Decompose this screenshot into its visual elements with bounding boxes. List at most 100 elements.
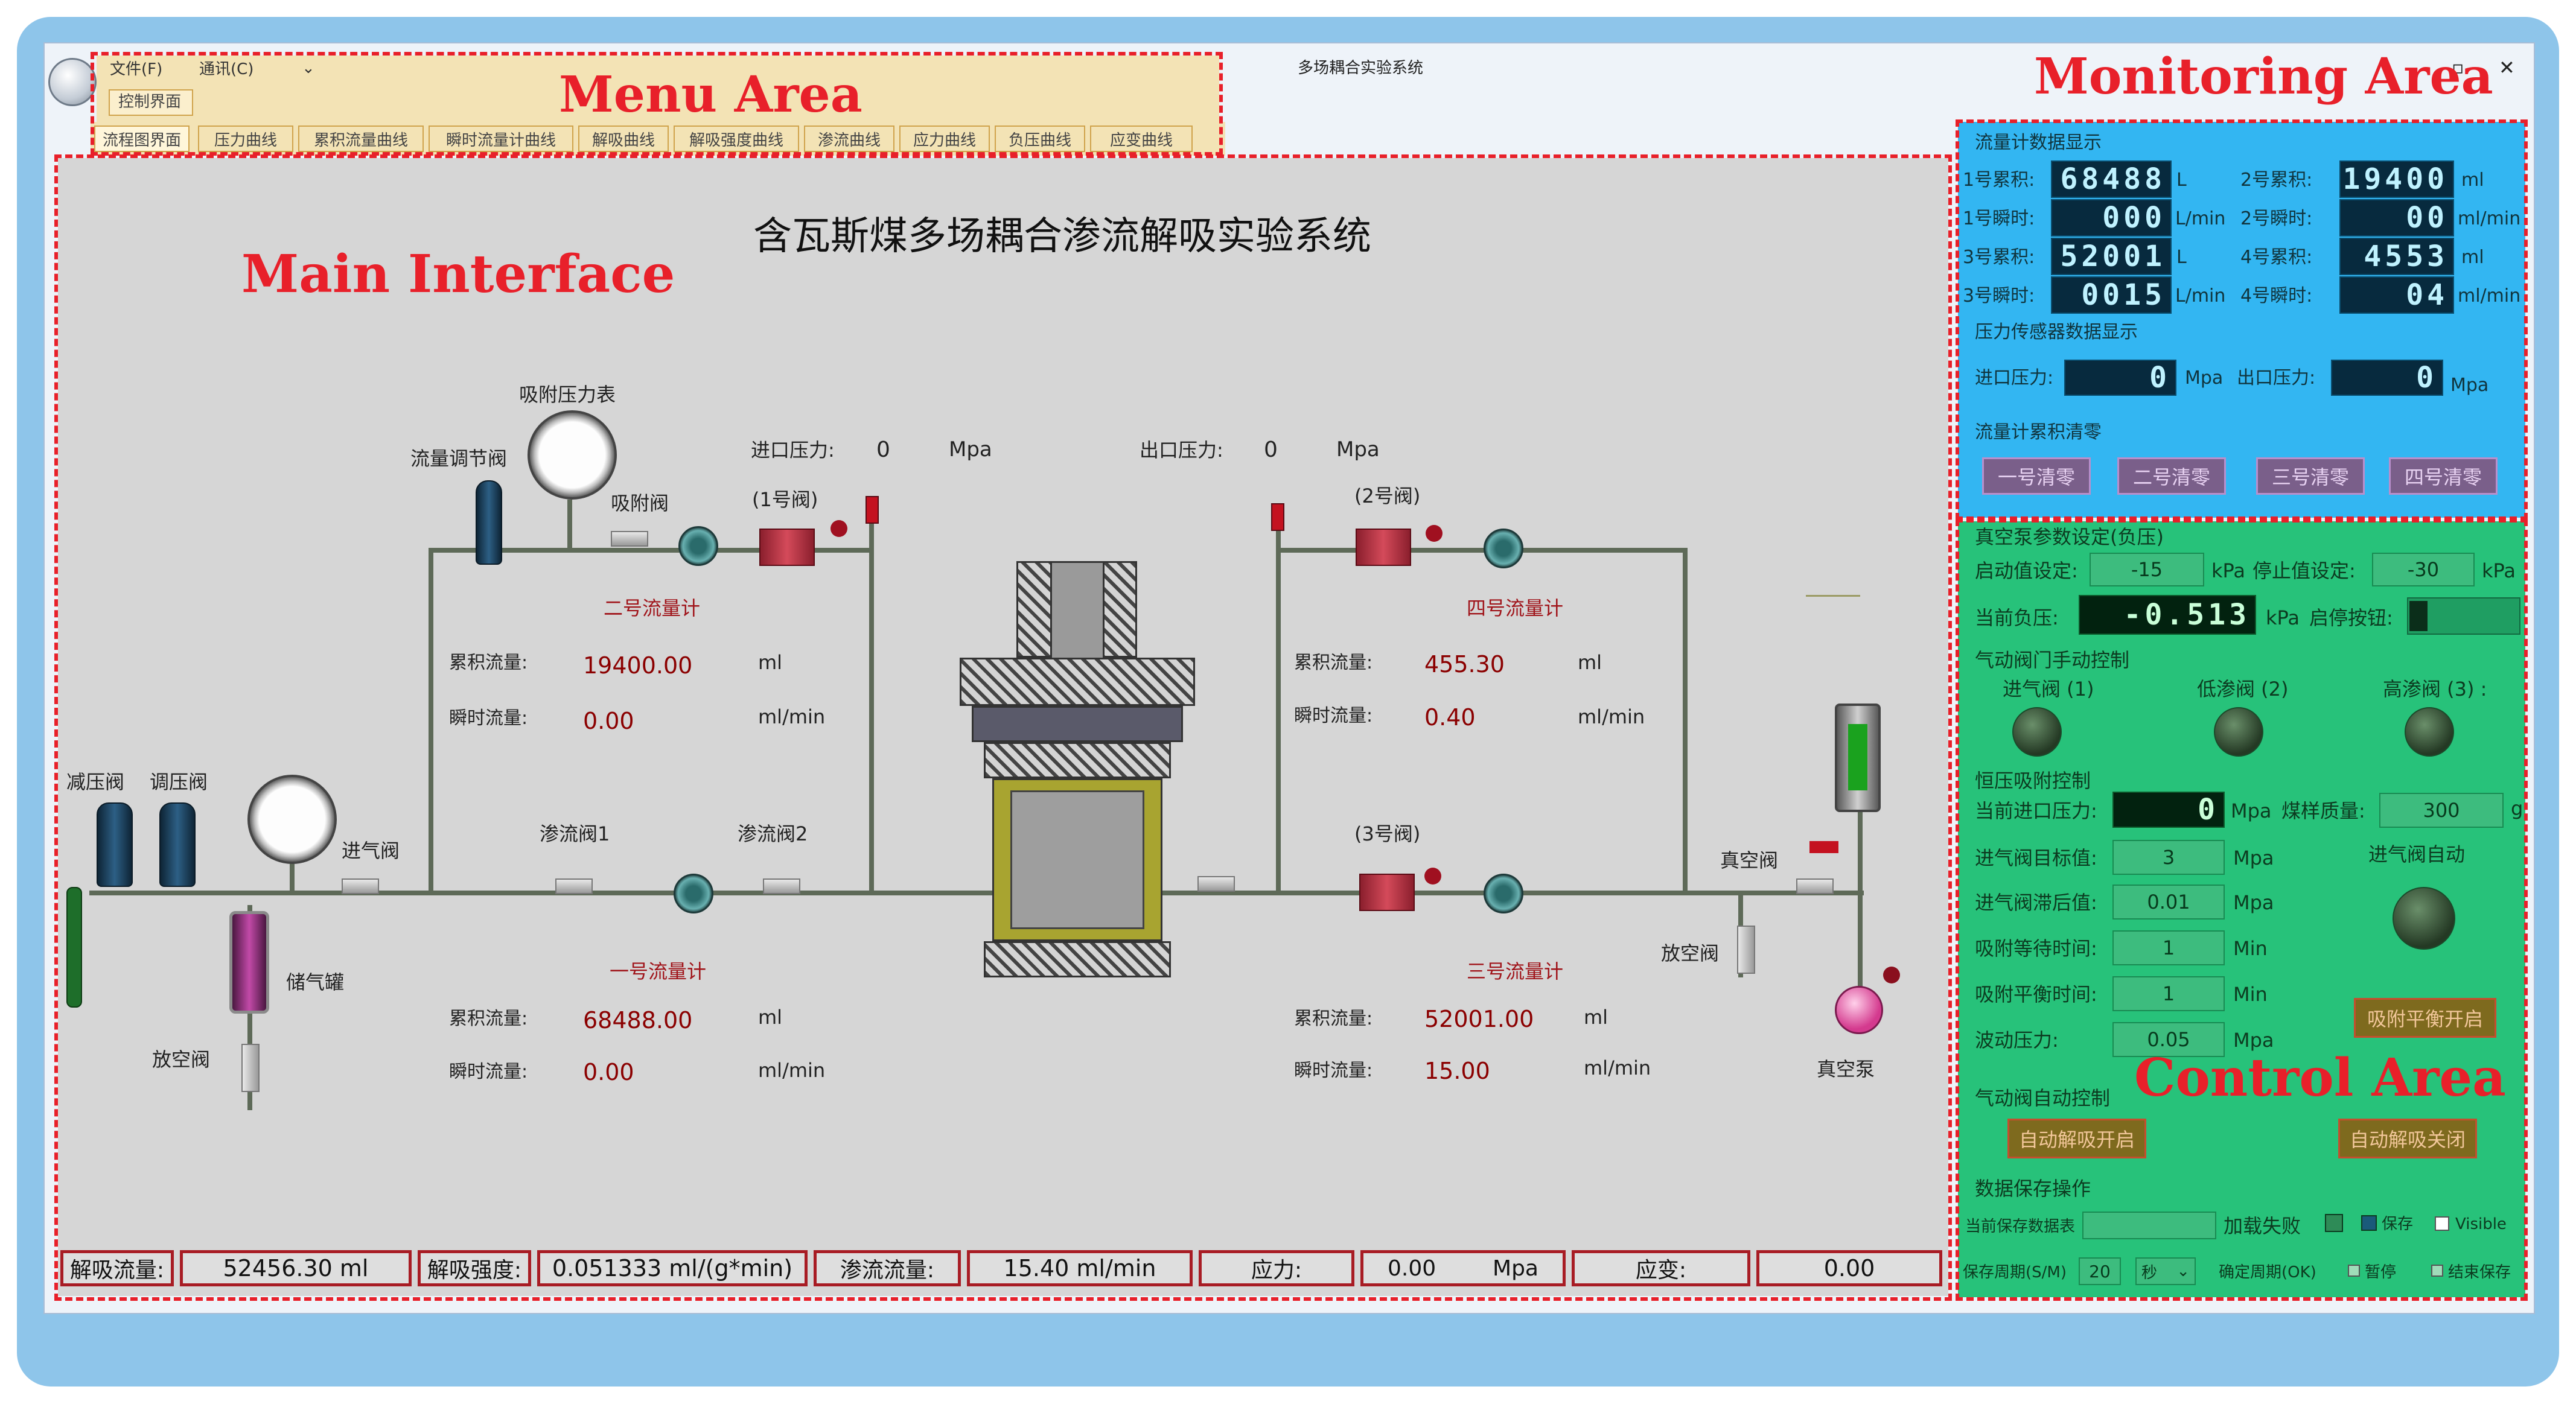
tab-desorption-curve[interactable]: 解吸曲线 bbox=[578, 125, 669, 152]
top-tab-control-label: 控制界面 bbox=[118, 93, 182, 111]
tab-negative-pressure-curve[interactable]: 负压曲线 bbox=[995, 125, 1085, 152]
inst1-label: 1号瞬时: bbox=[1963, 208, 2035, 229]
file-menu[interactable]: 文件(F) bbox=[110, 60, 163, 78]
tab-instant-flow-curve[interactable]: 瞬时流量计曲线 bbox=[429, 125, 573, 152]
app-orb-button[interactable] bbox=[48, 58, 97, 106]
solenoid-valve-3-icon[interactable] bbox=[1359, 874, 1415, 911]
tab-strain-curve[interactable]: 应变曲线 bbox=[1090, 125, 1193, 152]
tab-desorption-intensity-curve[interactable]: 解吸强度曲线 bbox=[674, 125, 799, 152]
cum1-display: 68488 bbox=[2051, 160, 2172, 198]
inst2-unit: ml/min bbox=[2458, 208, 2521, 229]
lag-value-label: 进气阀滞后值: bbox=[1975, 891, 2097, 914]
vent-valve-right-icon[interactable] bbox=[1737, 926, 1755, 974]
end-save-checkbox[interactable] bbox=[2431, 1265, 2443, 1277]
auto-desorb-close-button[interactable]: 自动解吸关闭 bbox=[2338, 1119, 2477, 1158]
save-disk-icon[interactable] bbox=[2361, 1215, 2377, 1231]
confirm-period-button[interactable]: 确定周期(OK) bbox=[2219, 1263, 2316, 1282]
seepage-valve-2-icon[interactable] bbox=[763, 878, 800, 894]
cum1-unit: L bbox=[2176, 170, 2187, 191]
fm1-inst-unit: ml/min bbox=[758, 1059, 826, 1082]
adsorption-balance-button[interactable]: 吸附平衡开启 bbox=[2354, 998, 2496, 1038]
visible-checkbox[interactable] bbox=[2435, 1216, 2449, 1231]
monitoring-area-annotation: Monitoring Area bbox=[2034, 48, 2493, 106]
fm2-cum-value: 19400.00 bbox=[583, 652, 693, 679]
stop-kpa-unit: kPa bbox=[2482, 559, 2516, 582]
comm-menu[interactable]: 通讯(C) bbox=[199, 60, 254, 78]
data-save-title: 数据保存操作 bbox=[1975, 1177, 2091, 1200]
vent-valve-left-icon[interactable] bbox=[241, 1044, 260, 1092]
save-period-input[interactable]: 20 bbox=[2079, 1257, 2121, 1285]
outlet-valve-icon[interactable] bbox=[1197, 876, 1235, 892]
clear-meter-4-button[interactable]: 四号清零 bbox=[2389, 457, 2498, 495]
solenoid-valve-2-icon[interactable] bbox=[1356, 529, 1411, 566]
start-stop-toggle[interactable] bbox=[2407, 597, 2520, 635]
inlet-pressure-display: 0 bbox=[2064, 360, 2176, 396]
outlet-pressure-unit: Mpa bbox=[1336, 437, 1380, 462]
restore-button[interactable]: ▫ bbox=[2452, 57, 2464, 78]
pressure-regulator-valve-icon[interactable] bbox=[159, 802, 196, 887]
current-table-input[interactable] bbox=[2082, 1212, 2216, 1239]
pipe bbox=[1276, 548, 1686, 553]
desorb-flow-label: 解吸流量: bbox=[60, 1250, 174, 1286]
pipe bbox=[567, 500, 572, 550]
low-perm-valve-lamp-button[interactable] bbox=[2214, 707, 2263, 757]
fluct-pressure-input[interactable]: 0.05 bbox=[2112, 1022, 2225, 1057]
tab-seepage-curve[interactable]: 渗流曲线 bbox=[804, 125, 894, 152]
tab-flow-diagram[interactable]: 流程图界面 bbox=[94, 125, 190, 152]
cum2-label: 2号累积: bbox=[2240, 170, 2313, 191]
refresh-icon[interactable] bbox=[2325, 1214, 2343, 1232]
inlet-valve-icon[interactable] bbox=[342, 878, 379, 894]
vacuum-valve-icon[interactable] bbox=[1796, 878, 1834, 894]
quick-access-pin-icon[interactable]: ⌄ bbox=[302, 59, 315, 77]
clear-meter-3-button[interactable]: 三号清零 bbox=[2256, 457, 2365, 495]
inlet-pressure-mon-unit: Mpa bbox=[2185, 367, 2224, 389]
low-perm-valve-label: 低渗阀 (2) bbox=[2197, 678, 2289, 700]
tab-cumulative-flow-curve[interactable]: 累积流量曲线 bbox=[298, 125, 424, 152]
desorb-intensity-value: 0.051333 ml/(g*min) bbox=[537, 1250, 808, 1286]
inlet-valve-lamp-button[interactable] bbox=[2012, 707, 2062, 757]
tab-stress-curve[interactable]: 应力曲线 bbox=[899, 125, 990, 152]
target-value-input[interactable]: 3 bbox=[2112, 840, 2225, 875]
fm1-inst-label: 瞬时流量: bbox=[449, 1061, 528, 1082]
vacuum-gauge-fill bbox=[1848, 724, 1867, 790]
pressure-reducer-valve-icon[interactable] bbox=[97, 802, 133, 887]
balance-time-input[interactable]: 1 bbox=[2112, 976, 2225, 1011]
inlet-valve-manual-label: 进气阀 (1) bbox=[2003, 678, 2094, 700]
wait-time-input[interactable]: 1 bbox=[2112, 930, 2225, 965]
fm3-inst-label: 瞬时流量: bbox=[1294, 1060, 1373, 1081]
inst2-label: 2号瞬时: bbox=[2240, 208, 2313, 229]
clear-meter-1-button[interactable]: 一号清零 bbox=[1982, 457, 2091, 495]
current-table-label: 当前保存数据表 bbox=[1965, 1218, 2076, 1236]
start-value-input[interactable]: -15 bbox=[2090, 553, 2204, 586]
lag-value-input[interactable]: 0.01 bbox=[2112, 885, 2225, 920]
fm2-inst-label: 瞬时流量: bbox=[449, 708, 528, 729]
adsorption-valve-icon[interactable] bbox=[611, 531, 648, 547]
inst3-unit: L/min bbox=[2175, 285, 2226, 307]
fm1-inst-value: 0.00 bbox=[583, 1059, 634, 1085]
stop-value-input[interactable]: -30 bbox=[2372, 553, 2475, 586]
end-save-label: 结束保存 bbox=[2448, 1263, 2511, 1282]
auto-inlet-lamp-button[interactable] bbox=[2393, 887, 2455, 950]
top-tab-control[interactable] bbox=[109, 89, 193, 116]
tab-pressure-curve[interactable]: 压力曲线 bbox=[198, 125, 293, 152]
save-button[interactable]: 保存 bbox=[2382, 1215, 2414, 1233]
auto-desorb-open-button[interactable]: 自动解吸开启 bbox=[2007, 1119, 2146, 1158]
coal-mass-input[interactable]: 300 bbox=[2379, 793, 2504, 828]
main-interface-annotation-box bbox=[54, 154, 1952, 1301]
pipe bbox=[1858, 808, 1863, 989]
close-button[interactable]: ✕ bbox=[2499, 56, 2515, 79]
outlet-pressure-label: 出口压力: bbox=[1140, 439, 1223, 462]
save-period-unit-select[interactable]: 秒 ⌄ bbox=[2135, 1257, 2196, 1285]
seepage-valve-1-icon[interactable] bbox=[555, 878, 593, 894]
clear-meter-2-button[interactable]: 二号清零 bbox=[2117, 457, 2226, 495]
pipe bbox=[89, 891, 1864, 895]
gas-tank-label: 储气罐 bbox=[286, 971, 345, 994]
balance-time-unit: Min bbox=[2233, 983, 2268, 1006]
solenoid-valve-1-icon[interactable] bbox=[759, 529, 815, 566]
fluct-pressure-label: 波动压力: bbox=[1975, 1029, 2059, 1052]
current-inlet-label: 当前进口压力: bbox=[1975, 799, 2097, 822]
flow-regulator-valve-icon[interactable] bbox=[476, 480, 502, 565]
pause-checkbox[interactable] bbox=[2348, 1265, 2360, 1277]
fm4-inst-value: 0.40 bbox=[1424, 704, 1476, 731]
high-perm-valve-lamp-button[interactable] bbox=[2405, 707, 2454, 757]
